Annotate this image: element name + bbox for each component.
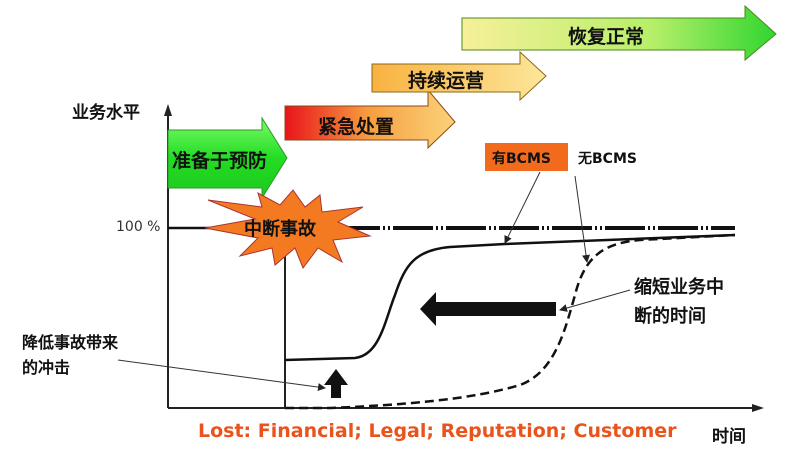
reduce-note: 降低事故带来 的冲击 — [22, 330, 118, 380]
impact-up-arrow — [324, 369, 348, 398]
incident-label: 中断事故 — [244, 219, 316, 240]
shorten-note-line1: 缩短业务中 — [634, 277, 724, 298]
arrow-emergency — [284, 88, 456, 150]
losses-label: Lost: Financial; Legal; Reputation; Cust… — [198, 420, 677, 442]
curve-with-bcms — [284, 233, 736, 362]
phase-emergency-label: 紧急处置 — [318, 116, 395, 138]
arrow-continue — [371, 50, 547, 102]
reduce-note-line1: 降低事故带来 — [22, 333, 119, 352]
shorten-note: 缩短业务中 断的时间 — [634, 273, 724, 331]
arrow-recover — [461, 4, 777, 62]
phase-continue-label: 持续运营 — [408, 70, 485, 92]
shorten-note-line2: 断的时间 — [634, 306, 706, 327]
phase-recover-label: 恢复正常 — [568, 26, 645, 48]
y-axis-label: 业务水平 — [72, 103, 140, 123]
reduce-note-line2: 的冲击 — [22, 358, 71, 377]
level-100-label: 100 % — [116, 219, 161, 235]
x-axis-label: 时间 — [712, 427, 746, 447]
arrow-prepare — [167, 116, 288, 200]
phase-prepare-label: 准备于预防 — [172, 150, 268, 172]
shorten-arrow — [420, 292, 556, 326]
without-bcms-label: 无BCMS — [578, 151, 637, 167]
curve-without-bcms — [285, 233, 736, 410]
with-bcms-label: 有BCMS — [492, 151, 551, 167]
incident-starburst — [204, 189, 372, 270]
with-bcms-box — [485, 143, 568, 171]
